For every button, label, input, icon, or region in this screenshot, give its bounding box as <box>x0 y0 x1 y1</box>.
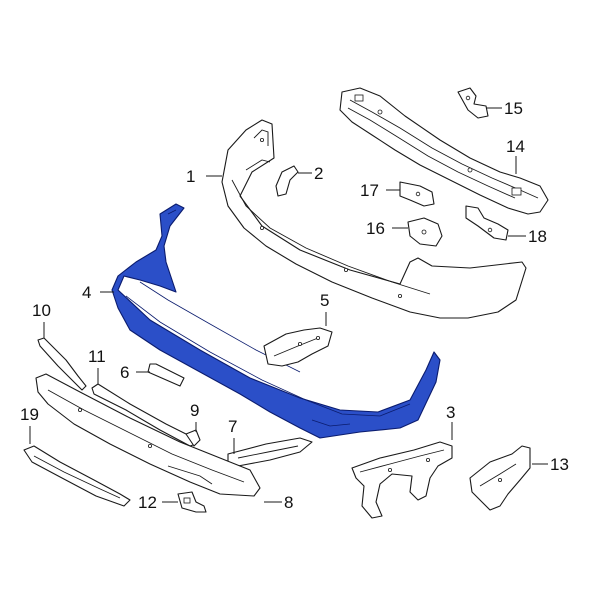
part-19-lower-trim <box>23 445 131 507</box>
callout-12: 12 <box>138 493 157 512</box>
callout-18: 18 <box>528 227 547 246</box>
part-17-bracket <box>399 181 435 207</box>
part-18-bracket <box>465 205 509 241</box>
callout-15: 15 <box>504 99 523 118</box>
part-7-trim-piece <box>227 437 313 467</box>
part-10-trim-strip <box>37 337 87 391</box>
part-3-side-bracket <box>351 441 453 519</box>
callout-labels: 1 2 3 4 5 6 7 8 9 10 11 12 13 14 15 16 1… <box>20 99 569 512</box>
part-1-bumper-cover <box>221 119 527 319</box>
callout-6: 6 <box>120 363 129 382</box>
callout-8: 8 <box>284 493 293 512</box>
callout-4: 4 <box>82 283 91 302</box>
part-15-bracket <box>457 87 489 119</box>
callout-16: 16 <box>366 219 385 238</box>
part-8-lower-diffuser <box>35 373 261 497</box>
callout-9: 9 <box>190 401 199 420</box>
callout-10: 10 <box>32 301 51 320</box>
leader-lines <box>29 107 548 503</box>
callout-1: 1 <box>186 167 195 186</box>
part-6-plate <box>147 363 185 387</box>
part-13-side-bracket <box>469 445 531 511</box>
part-14-reinforcement-beam <box>339 87 549 215</box>
callout-7: 7 <box>228 417 237 436</box>
callout-19: 19 <box>20 405 39 424</box>
callout-5: 5 <box>320 291 329 310</box>
part-5-bracket <box>263 327 333 367</box>
callout-14: 14 <box>506 137 525 156</box>
callout-13: 13 <box>550 455 569 474</box>
part-12-clip <box>177 491 207 513</box>
part-16-bracket <box>407 217 443 247</box>
callout-3: 3 <box>446 403 455 422</box>
callout-2: 2 <box>314 164 323 183</box>
part-9-clip <box>185 429 201 447</box>
callout-11: 11 <box>88 347 106 366</box>
callout-17: 17 <box>360 181 379 200</box>
part-2-clip <box>275 165 299 197</box>
